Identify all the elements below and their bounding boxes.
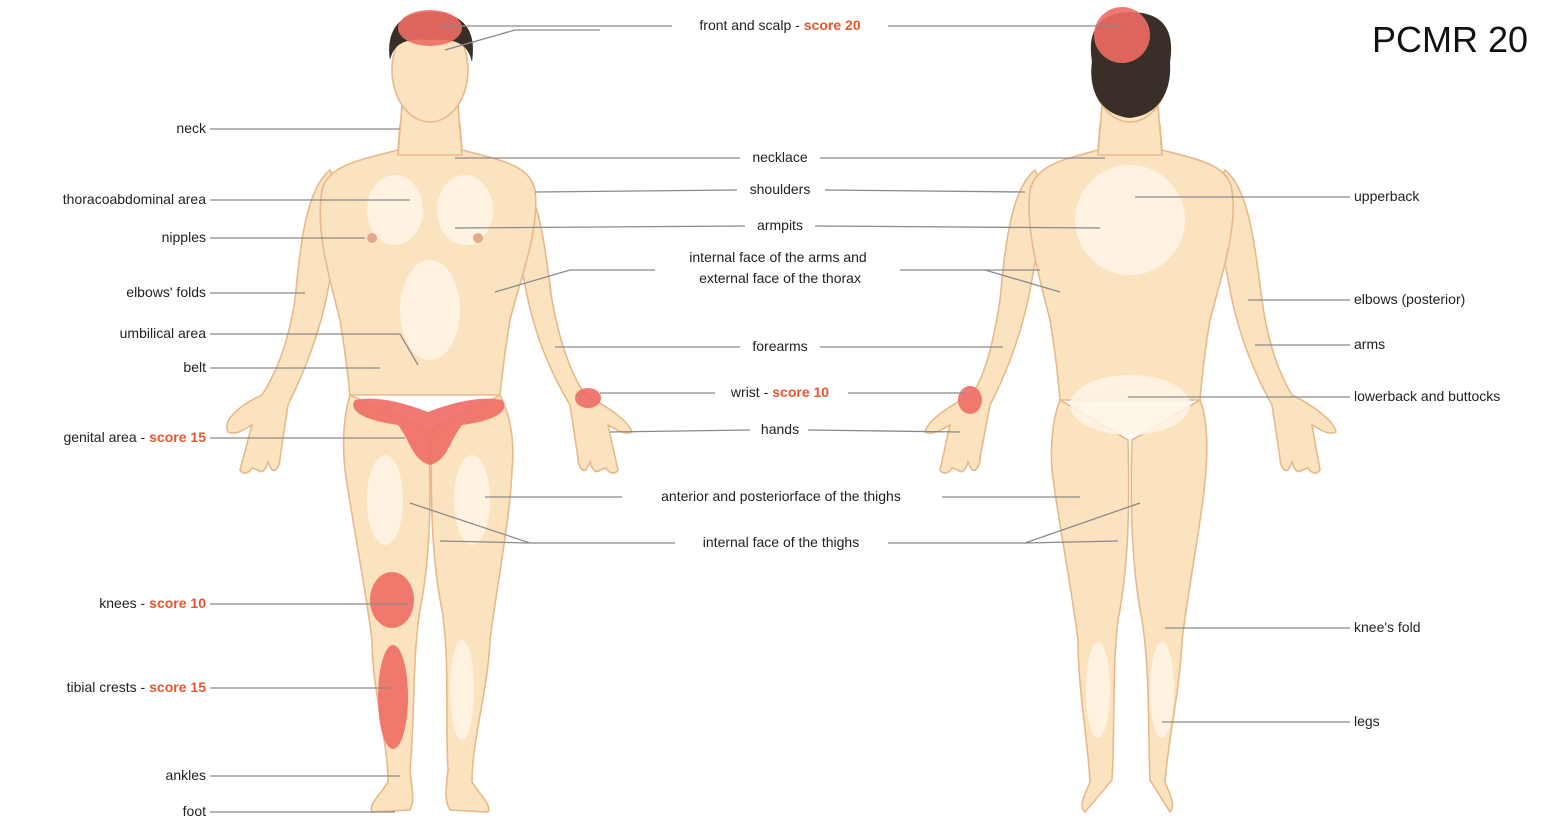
- label-genital-score: score 15: [149, 429, 206, 445]
- label-ant-post-thighs: anterior and posteriorface of the thighs: [661, 488, 901, 504]
- label-front-scalp-text: front and scalp -: [699, 17, 800, 33]
- label-nipples: nipples: [162, 229, 206, 245]
- label-tibial-text: tibial crests -: [67, 679, 146, 695]
- label-arms: arms: [1354, 336, 1385, 352]
- label-necklace: necklace: [752, 149, 807, 165]
- label-forearms: forearms: [752, 338, 807, 354]
- label-belt: belt: [183, 359, 206, 375]
- label-tibial-crests: tibial crests -score 15: [67, 679, 207, 695]
- label-front-scalp: front and scalp -score 20: [699, 17, 860, 33]
- front-nipple-right: [473, 233, 483, 243]
- label-wrist-text: wrist -: [730, 384, 769, 400]
- label-umbilical: umbilical area: [120, 325, 207, 341]
- back-upper-highlight: [1075, 165, 1185, 275]
- back-wrist-zone: [958, 386, 982, 414]
- right-labels: upperback elbows (posterior) arms lowerb…: [1354, 188, 1500, 729]
- label-wrist-score: score 10: [772, 384, 829, 400]
- back-scalp-zone: [1094, 7, 1150, 63]
- label-shoulders: shoulders: [750, 181, 811, 197]
- front-chest-highlight-right: [437, 175, 493, 245]
- label-elbows-folds: elbows' folds: [126, 284, 206, 300]
- label-internal-arms-line1: internal face of the arms and: [689, 249, 866, 265]
- label-internal-arms-line2: external face of the thorax: [699, 270, 861, 286]
- label-hands: hands: [761, 421, 799, 437]
- front-thigh-highlight-right: [454, 455, 490, 545]
- label-armpits: armpits: [757, 217, 803, 233]
- front-thigh-highlight-left: [367, 455, 403, 545]
- front-abdomen-highlight: [400, 260, 460, 360]
- left-labels: neck thoracoabdominal area nipples elbow…: [63, 120, 207, 819]
- label-knees: knees -score 10: [99, 595, 206, 611]
- front-wrist-zone: [575, 388, 601, 408]
- label-thoracoabdominal: thoracoabdominal area: [63, 191, 206, 207]
- back-body-figure: [925, 7, 1336, 812]
- label-front-scalp-score: score 20: [804, 17, 861, 33]
- label-tibial-score: score 15: [149, 679, 206, 695]
- center-labels: front and scalp -score 20 necklace shoul…: [661, 17, 901, 550]
- front-body-figure: [227, 10, 632, 812]
- label-knees-text: knees -: [99, 595, 145, 611]
- back-right-leg: [1131, 400, 1206, 812]
- label-genital-text: genital area -: [63, 429, 145, 445]
- leader-shoulders-front: [535, 190, 737, 192]
- knee-zone: [370, 572, 414, 628]
- label-knees-fold: knee's fold: [1354, 619, 1421, 635]
- leader-shoulders-back: [825, 190, 1025, 192]
- label-genital-area: genital area -score 15: [63, 429, 206, 445]
- back-calf-highlight-right: [1150, 642, 1174, 738]
- back-buttocks-highlight: [1070, 375, 1190, 435]
- label-neck: neck: [176, 120, 207, 136]
- label-knees-score: score 10: [149, 595, 206, 611]
- label-lowerback: lowerback and buttocks: [1354, 388, 1500, 404]
- back-calf-highlight-left: [1086, 642, 1110, 738]
- label-foot: foot: [183, 803, 206, 819]
- label-legs: legs: [1354, 713, 1380, 729]
- label-wrist: wrist -score 10: [730, 384, 829, 400]
- leader-internal-arms-back: [900, 270, 1060, 292]
- label-internal-thighs: internal face of the thighs: [703, 534, 859, 550]
- label-elbows-posterior: elbows (posterior): [1354, 291, 1465, 307]
- tibial-crest-zone: [378, 645, 408, 749]
- back-left-leg: [1051, 400, 1128, 812]
- page-title: PCMR 20: [1372, 19, 1528, 60]
- front-nipple-left: [367, 233, 377, 243]
- label-ankles: ankles: [166, 767, 206, 783]
- front-shin-highlight-right: [450, 640, 474, 740]
- label-upperback: upperback: [1354, 188, 1420, 204]
- front-scalp-zone: [398, 10, 462, 46]
